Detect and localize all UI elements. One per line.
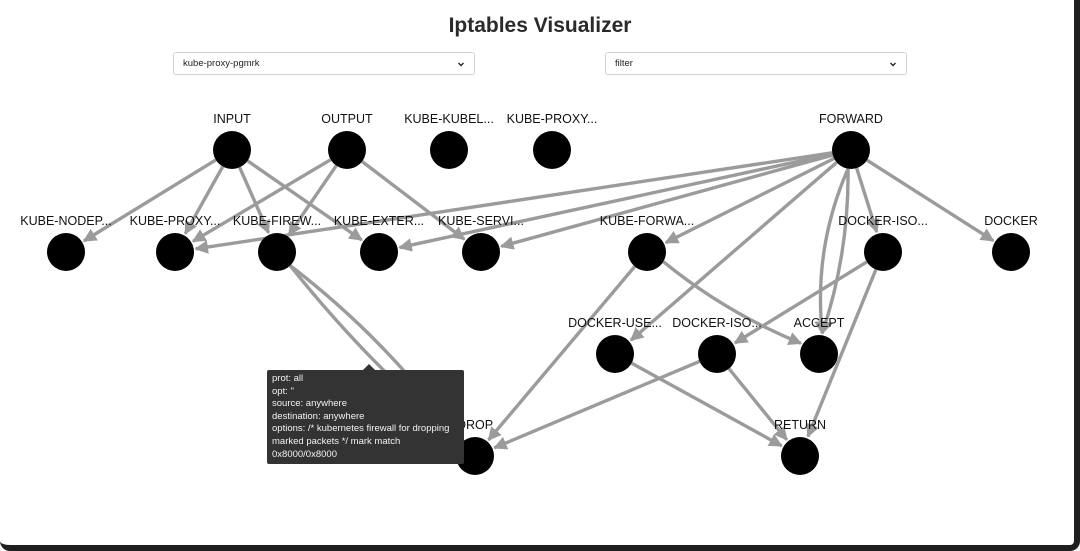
- node-output[interactable]: OUTPUT: [321, 112, 373, 169]
- node-label: DOCKER-ISO...: [672, 316, 762, 330]
- node-circle[interactable]: [832, 131, 870, 169]
- node-label: DROP: [457, 418, 493, 432]
- edge-kube-forward-to-accept[interactable]: [662, 260, 803, 345]
- edge-kube-forward-to-drop[interactable]: [487, 265, 637, 442]
- node-label: KUBE-SERVI...: [438, 214, 524, 228]
- node-label: KUBE-KUBEL...: [404, 112, 494, 126]
- node-docker-user[interactable]: DOCKER-USE...: [568, 316, 662, 373]
- node-circle[interactable]: [47, 233, 85, 271]
- nodes-layer: INPUT OUTPUT KUBE-KUBEL... KUBE-PROXY... FOR…: [20, 112, 1038, 475]
- node-drop[interactable]: DROP: [456, 418, 494, 475]
- edges-layer: [82, 151, 995, 450]
- edge-docker-iso-1-to-docker-iso-2[interactable]: [733, 260, 868, 345]
- node-label: KUBE-FORWA...: [600, 214, 694, 228]
- node-circle[interactable]: [328, 131, 366, 169]
- node-label: FORWARD: [819, 112, 883, 126]
- tooltip-prot: prot: all: [272, 373, 304, 384]
- node-kube-kubelet[interactable]: KUBE-KUBEL...: [404, 112, 494, 169]
- edge-input-to-kube-nodeports[interactable]: [82, 158, 217, 243]
- node-circle[interactable]: [800, 335, 838, 373]
- table-select[interactable]: filter: [605, 52, 907, 75]
- table-select-value: filter: [615, 58, 633, 69]
- node-circle[interactable]: [781, 437, 819, 475]
- node-docker[interactable]: DOCKER: [984, 214, 1038, 271]
- edge-forward-to-docker-user[interactable]: [629, 161, 838, 342]
- node-circle[interactable]: [992, 233, 1030, 271]
- node-return[interactable]: RETURN: [774, 418, 826, 475]
- node-circle[interactable]: [213, 131, 251, 169]
- tooltip-source: source: anywhere: [272, 398, 347, 410]
- node-label: KUBE-EXTER...: [334, 214, 424, 228]
- tooltip-opt: opt: '': [272, 385, 295, 397]
- node-circle[interactable]: [456, 437, 494, 475]
- node-label: KUBE-NODEP...: [20, 214, 111, 228]
- pod-select-value: kube-proxy-pgmrk: [183, 58, 260, 69]
- node-circle[interactable]: [258, 233, 296, 271]
- node-circle[interactable]: [430, 131, 468, 169]
- edge-output-to-kube-services[interactable]: [361, 160, 466, 241]
- edge-forward-to-kube-external[interactable]: [398, 152, 833, 252]
- node-circle[interactable]: [596, 335, 634, 373]
- node-circle[interactable]: [156, 233, 194, 271]
- node-kube-nodeports[interactable]: KUBE-NODEP...: [20, 214, 112, 271]
- node-circle[interactable]: [462, 233, 500, 271]
- node-label: KUBE-PROXY...: [130, 214, 221, 228]
- edge-output-to-kube-proxy[interactable]: [191, 158, 332, 243]
- node-input[interactable]: INPUT: [213, 112, 251, 169]
- edge-output-to-kube-firewall[interactable]: [287, 164, 338, 236]
- node-forward[interactable]: FORWARD: [819, 112, 883, 169]
- edge-input-to-kube-firewall[interactable]: [238, 166, 271, 235]
- tooltip-options: options: /* kubernetes firewall for drop…: [272, 423, 450, 460]
- node-kube-proxy[interactable]: KUBE-PROXY...: [130, 214, 221, 271]
- tooltip-destination: destination: anywhere: [272, 410, 365, 422]
- node-label: DOCKER: [984, 214, 1037, 228]
- edge-forward-to-docker[interactable]: [866, 158, 995, 243]
- node-label: KUBE-FIREW...: [233, 214, 321, 228]
- node-circle[interactable]: [864, 233, 902, 271]
- node-label: DOCKER-ISO...: [838, 214, 928, 228]
- edge-forward-to-kube-forward[interactable]: [664, 156, 835, 245]
- edge-docker-iso-2-to-return[interactable]: [727, 367, 789, 441]
- edge-forward-to-accept[interactable]: [819, 168, 850, 335]
- node-kube-external[interactable]: KUBE-EXTER...: [334, 214, 424, 271]
- node-accept[interactable]: ACCEPT: [794, 316, 845, 373]
- node-label: ACCEPT: [794, 316, 845, 330]
- edge-input-to-kube-proxy[interactable]: [183, 165, 225, 235]
- edge-docker-iso-1-to-return[interactable]: [806, 268, 878, 438]
- edge-forward-to-kube-proxy[interactable]: [194, 151, 833, 254]
- node-label: KUBE-PROXY...: [507, 112, 598, 126]
- app-title: Iptables Visualizer: [448, 14, 632, 37]
- node-circle[interactable]: [698, 335, 736, 373]
- edge-docker-user-to-return[interactable]: [630, 361, 783, 448]
- edge-docker-iso-2-to-drop[interactable]: [493, 359, 701, 450]
- node-label: INPUT: [213, 112, 251, 126]
- node-circle[interactable]: [533, 131, 571, 169]
- edge-forward-to-docker-iso-1[interactable]: [855, 167, 880, 234]
- node-label: DOCKER-USE...: [568, 316, 662, 330]
- node-docker-iso-1[interactable]: DOCKER-ISO...: [838, 214, 928, 271]
- chevron-down-icon: [458, 62, 464, 67]
- edge-forward-to-accept[interactable]: [814, 168, 850, 335]
- node-kube-proxy-top[interactable]: KUBE-PROXY...: [507, 112, 598, 169]
- node-kube-forward[interactable]: KUBE-FORWA...: [600, 214, 694, 271]
- node-circle[interactable]: [360, 233, 398, 271]
- node-kube-firewall[interactable]: KUBE-FIREW...: [233, 214, 321, 271]
- rule-tooltip: prot: all opt: '' source: anywhere desti…: [267, 364, 464, 464]
- chevron-down-icon: [890, 62, 896, 67]
- node-kube-services[interactable]: KUBE-SERVI...: [438, 214, 524, 271]
- node-label: RETURN: [774, 418, 826, 432]
- node-circle[interactable]: [628, 233, 666, 271]
- pod-select[interactable]: kube-proxy-pgmrk: [173, 52, 475, 75]
- edge-forward-to-kube-services[interactable]: [499, 153, 834, 250]
- node-docker-iso-2[interactable]: DOCKER-ISO...: [672, 316, 762, 373]
- node-label: OUTPUT: [321, 112, 373, 126]
